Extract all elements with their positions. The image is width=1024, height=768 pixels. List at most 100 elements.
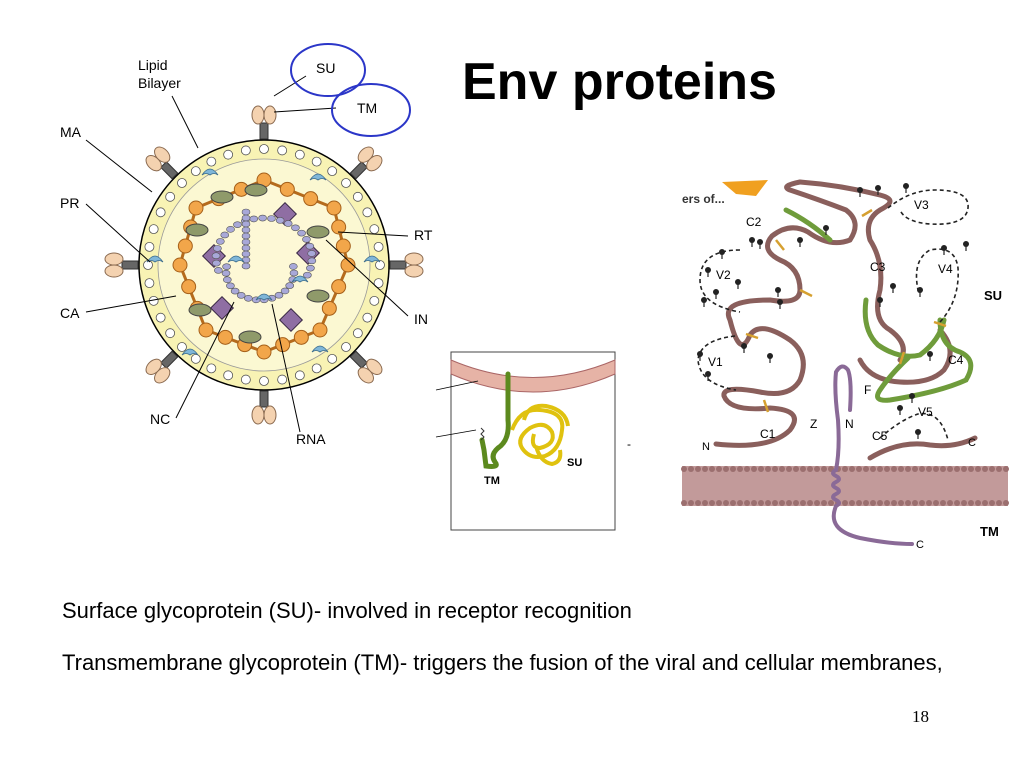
membrane-lipid-head [758, 500, 764, 506]
membrane-lipid-head [849, 500, 855, 506]
rna-bead [305, 242, 315, 250]
membrane-lipid-head [779, 500, 785, 506]
tm-stalk [259, 122, 269, 140]
lipid-head [259, 376, 269, 386]
lipid-head [223, 370, 234, 381]
rna-bead [241, 256, 251, 264]
rna-bead [223, 276, 232, 283]
membrane-lipid-head [765, 466, 771, 472]
membrane-lipid-head [681, 466, 687, 472]
membrane-lipid-head [961, 466, 967, 472]
rna-bead [302, 236, 311, 243]
rna-bead [297, 229, 306, 237]
su-lobe [404, 252, 424, 266]
inset-label-tm: TM [484, 475, 500, 487]
capsid-protein [312, 322, 328, 338]
membrane-lipid-head [793, 500, 799, 506]
env-spike [251, 390, 277, 425]
membrane-lipid-head [688, 466, 694, 472]
membrane-lipid-head [716, 466, 722, 472]
capsid-protein [172, 257, 188, 273]
side-label-su: SU [984, 288, 1002, 303]
lipid-head [373, 278, 384, 289]
capsid-protein [293, 329, 309, 345]
inset-tm-chain [479, 371, 511, 469]
env-spike [104, 252, 139, 278]
rna-bead [244, 295, 253, 302]
tm-stalk [259, 390, 269, 408]
glycan-head [767, 353, 773, 359]
rna-bead [226, 226, 235, 233]
capsid-protein [256, 344, 272, 360]
tm-highlight-circle [331, 83, 411, 137]
lipid-head [259, 144, 269, 154]
env-spike [389, 252, 424, 278]
capsid-protein [217, 329, 233, 345]
disulfide-bonds [745, 208, 947, 413]
rna-bead [249, 215, 259, 223]
membrane-lipid-head [800, 500, 806, 506]
su-lobe [251, 105, 265, 125]
membrane-lipid-head [982, 500, 988, 506]
membrane-lipid-head [702, 500, 708, 506]
tm-stalk [160, 161, 179, 180]
glycan-head [903, 183, 909, 189]
protease [201, 168, 219, 176]
membrane-lipid-head [786, 500, 792, 506]
membrane-lipid-head [989, 500, 995, 506]
membrane-lipid-head [751, 466, 757, 472]
membrane-lipid-head [814, 500, 820, 506]
lipid-head [373, 241, 384, 252]
rna-bead [307, 257, 317, 265]
inset-dash: - [627, 437, 631, 451]
membrane-lipid-head [940, 466, 946, 472]
membrane-lipid-head [877, 500, 883, 506]
rna-bead [241, 232, 251, 240]
membrane-lipid-head [758, 466, 764, 472]
lipid-head [206, 156, 217, 167]
rna-bead [236, 292, 246, 299]
membrane-lipid-head [898, 466, 904, 472]
membrane-lipid-head [730, 500, 736, 506]
lipid-bilayer-dots [143, 144, 385, 386]
label-tm: TM [357, 100, 377, 116]
tm-stalk [349, 350, 368, 369]
membrane-lipid-head [863, 500, 869, 506]
lipid-head [190, 353, 201, 364]
protease [255, 293, 273, 301]
su-lobe [104, 252, 124, 266]
lipid-head [369, 224, 380, 235]
membrane-lipid-head [926, 500, 932, 506]
protease [146, 255, 164, 263]
membrane-lipid-head [996, 466, 1002, 472]
label-in: IN [414, 311, 428, 327]
membrane-lipid-head [1003, 466, 1009, 472]
glycan-head [705, 267, 711, 273]
variable-loops-dashed [697, 189, 969, 441]
lipid-head [240, 145, 251, 156]
marker-z: Z [810, 417, 817, 431]
protease-molecules [146, 168, 381, 356]
membrane-lipid-head [989, 466, 995, 472]
membrane-lipid-head [688, 500, 694, 506]
lipid-head [143, 260, 153, 270]
membrane-lipid-head [695, 500, 701, 506]
page-number: 18 [912, 707, 929, 726]
rna-bead [258, 214, 267, 222]
membrane-lipid-head [695, 466, 701, 472]
glycan-head [941, 245, 947, 251]
env-spike [349, 146, 383, 180]
membrane-lipid-head [982, 466, 988, 472]
lipid-head [165, 328, 176, 339]
membrane-lipid-head [919, 466, 925, 472]
membrane-lipid-head [842, 466, 848, 472]
glycan-head [705, 371, 711, 377]
glycan-head [713, 289, 719, 295]
capsid-protein [279, 181, 295, 197]
glycosylation-sites [697, 183, 969, 439]
rna-bead [267, 215, 276, 222]
membrane-lipid-head [737, 466, 743, 472]
lipid-head [352, 328, 363, 339]
membrane-lipid-head [884, 466, 890, 472]
loop-v4: V4 [938, 262, 953, 276]
